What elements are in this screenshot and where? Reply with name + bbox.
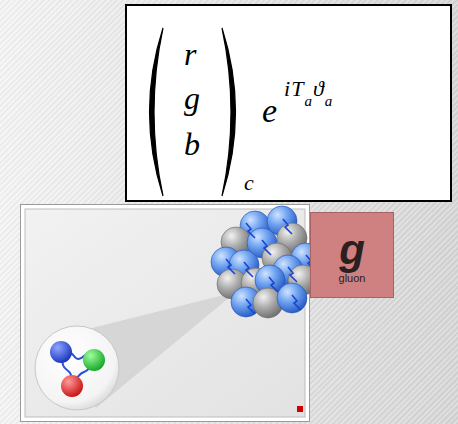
formula-panel-fill xyxy=(125,4,452,202)
proton-circle xyxy=(35,326,119,410)
left-parenthesis xyxy=(150,28,164,196)
force-bolt xyxy=(283,219,292,234)
exponent-symbol: T xyxy=(291,78,303,100)
math-symbol: e xyxy=(262,94,277,128)
exponent-index: a xyxy=(304,94,312,109)
force-bolt xyxy=(262,240,271,255)
force-bolt xyxy=(244,262,253,277)
frame-panel xyxy=(25,209,305,417)
right-parenthesis xyxy=(222,28,236,196)
particle-symbol: g xyxy=(339,229,365,271)
frame-border xyxy=(21,205,309,421)
force-bolt xyxy=(269,277,278,292)
math-symbol: g xyxy=(184,82,200,114)
exponent-symbol: i xyxy=(284,78,290,100)
force-bolt xyxy=(288,267,297,282)
force-bolt xyxy=(246,223,255,238)
gluon-box: g gluon xyxy=(310,212,394,298)
red-quark xyxy=(61,375,83,397)
force-bolt xyxy=(246,299,255,314)
proton-sphere xyxy=(277,283,307,313)
math-symbol: r xyxy=(184,38,196,70)
particle-name: gluon xyxy=(339,273,366,284)
blue-quark xyxy=(50,341,72,363)
math-symbol: b xyxy=(184,128,200,160)
formula-box: rgb c eiTaϑa xyxy=(125,4,452,202)
force-bolt xyxy=(226,259,235,274)
nucleus xyxy=(211,206,321,318)
green-quark xyxy=(83,349,105,371)
exponent: iTaϑa xyxy=(284,78,333,100)
frame-outline xyxy=(20,204,310,422)
corner-mark xyxy=(297,406,303,412)
force-bolt xyxy=(292,295,301,310)
exponent-symbol: ϑ xyxy=(313,78,324,100)
exponent-index: a xyxy=(325,94,333,109)
subscript-letter: c xyxy=(244,172,254,194)
